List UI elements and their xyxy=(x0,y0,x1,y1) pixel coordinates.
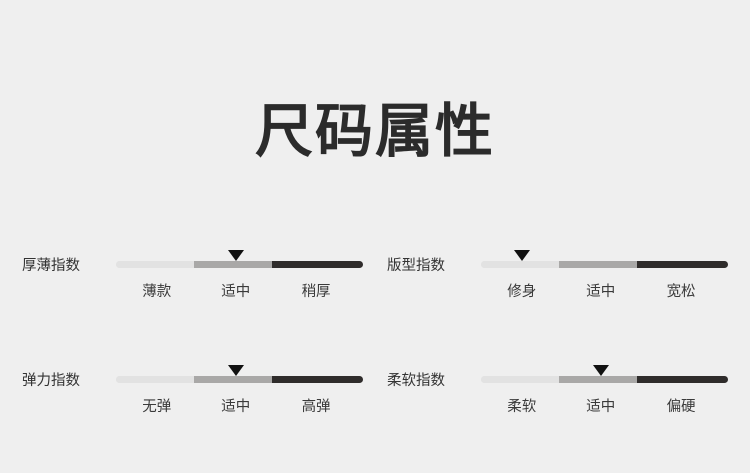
page-title: 尺码属性 xyxy=(254,99,495,164)
slider-segment-high xyxy=(637,376,728,383)
slider-tick-label-mid: 适中 xyxy=(586,284,616,300)
attribute-slider[interactable] xyxy=(116,361,363,393)
slider-segment-high xyxy=(272,376,363,383)
slider-track[interactable] xyxy=(116,261,363,268)
slider-tick-labels: 柔软 适中 偏硬 xyxy=(481,397,728,419)
slider-segment-low xyxy=(481,261,560,268)
slider-track[interactable] xyxy=(116,376,363,383)
slider-tick-label-mid: 适中 xyxy=(221,284,251,300)
slider-segment-low xyxy=(481,376,560,383)
slider-tick-label-high: 稍厚 xyxy=(301,284,331,300)
slider-tick-labels: 修身 适中 宽松 xyxy=(481,282,728,304)
triangle-down-icon[interactable] xyxy=(513,250,530,261)
slider-segment-mid xyxy=(559,376,638,383)
attribute-row-thickness: 厚薄指数 薄款 适中 稍厚 xyxy=(22,246,387,331)
triangle-down-icon[interactable] xyxy=(227,250,244,261)
attribute-slider[interactable] xyxy=(481,246,728,278)
attribute-label: 版型指数 xyxy=(387,258,445,274)
attribute-slider-grid: 厚薄指数 薄款 适中 稍厚 版型指数 xyxy=(0,246,750,446)
attribute-slider[interactable] xyxy=(116,246,363,278)
slider-tick-label-low: 无弹 xyxy=(142,399,172,415)
slider-tick-label-high: 偏硬 xyxy=(666,399,696,415)
slider-segment-mid xyxy=(194,261,273,268)
slider-tick-label-low: 薄款 xyxy=(142,284,172,300)
slider-segment-high xyxy=(637,261,728,268)
slider-segment-high xyxy=(272,261,363,268)
slider-segment-mid xyxy=(559,261,638,268)
slider-track[interactable] xyxy=(481,261,728,268)
slider-tick-labels: 无弹 适中 高弹 xyxy=(116,397,363,419)
slider-tick-label-low: 柔软 xyxy=(507,399,537,415)
attribute-label: 厚薄指数 xyxy=(22,258,80,274)
slider-segment-low xyxy=(116,261,195,268)
slider-segment-mid xyxy=(194,376,273,383)
slider-tick-labels: 薄款 适中 稍厚 xyxy=(116,282,363,304)
triangle-down-icon[interactable] xyxy=(592,365,609,376)
slider-tick-label-high: 高弹 xyxy=(301,399,331,415)
attribute-row-fit: 版型指数 修身 适中 宽松 xyxy=(387,246,750,331)
attribute-slider[interactable] xyxy=(481,361,728,393)
slider-tick-label-mid: 适中 xyxy=(586,399,616,415)
slider-tick-label-mid: 适中 xyxy=(221,399,251,415)
slider-segment-low xyxy=(116,376,195,383)
attribute-label: 弹力指数 xyxy=(22,373,80,389)
slider-tick-label-high: 宽松 xyxy=(666,284,696,300)
attribute-row-elasticity: 弹力指数 无弹 适中 高弹 xyxy=(22,361,387,446)
slider-track[interactable] xyxy=(481,376,728,383)
slider-tick-label-low: 修身 xyxy=(507,284,537,300)
attribute-row-softness: 柔软指数 柔软 适中 偏硬 xyxy=(387,361,750,446)
attribute-label: 柔软指数 xyxy=(387,373,445,389)
triangle-down-icon[interactable] xyxy=(227,365,244,376)
